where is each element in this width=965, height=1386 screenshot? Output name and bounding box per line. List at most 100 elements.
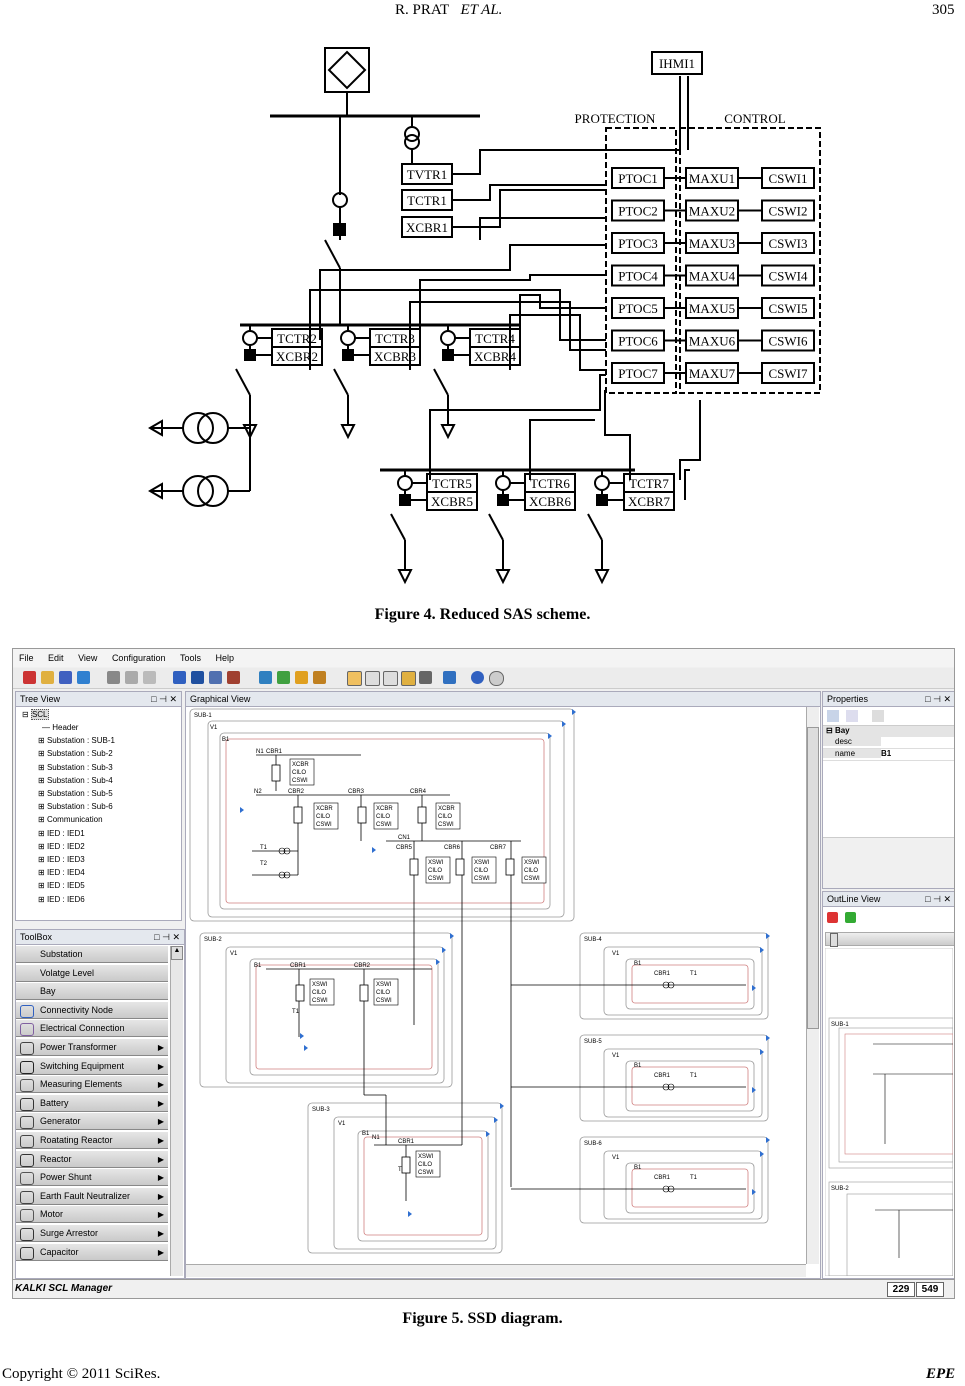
outline-canvas[interactable]: SUB-1 SUB-2 (825, 948, 953, 1276)
selection-handle-icon[interactable] (240, 807, 244, 813)
toolbox-item[interactable]: Battery▶ (16, 1094, 168, 1112)
lock-icon[interactable] (313, 671, 326, 684)
selection-handle-icon[interactable] (766, 933, 770, 939)
menu-tools[interactable]: Tools (180, 653, 202, 663)
toolbox-item[interactable]: Motor▶ (16, 1206, 168, 1224)
transformer-symbol[interactable] (662, 981, 670, 989)
toolbox-item[interactable]: Bay (16, 983, 168, 1001)
tree-item[interactable]: ⊞ IED : IED5 (38, 881, 85, 894)
logical-node-box[interactable] (521, 856, 547, 884)
tree-item[interactable]: ⊞ IED : IED3 (38, 855, 85, 868)
tree-item[interactable]: ⊞ IED : IED6 (38, 895, 85, 908)
toolbox-item[interactable]: Switching Equipment▶ (16, 1057, 168, 1075)
toolbox-item[interactable]: Roatating Reactor▶ (16, 1132, 168, 1149)
validate-icon[interactable] (277, 671, 290, 684)
connect-icon[interactable] (191, 671, 204, 684)
switch-symbol[interactable] (505, 858, 515, 876)
tree-icon[interactable] (347, 671, 362, 686)
zoom-out-icon[interactable] (827, 912, 838, 923)
categorized-icon[interactable] (827, 710, 839, 722)
diagram-icon[interactable] (365, 671, 380, 686)
new-icon[interactable] (23, 671, 36, 684)
logical-node-box[interactable] (309, 978, 335, 1006)
logical-node-box[interactable] (373, 978, 399, 1006)
selection-handle-icon[interactable] (562, 721, 566, 727)
selection-handle-icon[interactable] (300, 1033, 304, 1039)
pointer-icon[interactable] (209, 671, 222, 684)
toolbox-item[interactable]: Capacitor▶ (16, 1243, 168, 1261)
selection-handle-icon[interactable] (436, 959, 440, 965)
tree-item-header[interactable]: — Header (42, 723, 78, 736)
transformer-symbol[interactable] (278, 871, 286, 879)
tree-item[interactable]: ⊞ IED : IED2 (38, 842, 85, 855)
panel-buttons[interactable]: □ ⊣ ✕ (151, 694, 177, 704)
logical-node-box[interactable] (435, 802, 461, 830)
menu-help[interactable]: Help (215, 653, 235, 663)
logical-node-box[interactable] (373, 802, 399, 830)
expand-icon[interactable]: ⊞ (38, 802, 47, 812)
toolbox-item[interactable]: Power Transformer▶ (16, 1039, 168, 1056)
selection-handle-icon[interactable] (494, 1117, 498, 1123)
switch-symbol[interactable] (401, 1156, 411, 1174)
expand-icon[interactable]: ⊞ (38, 815, 47, 825)
expand-icon[interactable]: ⊞ (38, 841, 47, 851)
expand-icon[interactable]: ⊞ (38, 894, 47, 904)
switch-symbol[interactable] (271, 764, 281, 782)
logical-node-box[interactable] (415, 1150, 441, 1178)
menu-configuration[interactable]: Configuration (111, 653, 166, 663)
switch-symbol[interactable] (295, 984, 305, 1002)
toolbox-item[interactable]: Connectivity Node (16, 1001, 168, 1019)
toolbox-item[interactable]: Earth Fault Neutralizer▶ (16, 1187, 168, 1205)
selection-handle-icon[interactable] (548, 733, 552, 739)
selection-handle-icon[interactable] (760, 1151, 764, 1157)
pencil-icon[interactable] (173, 671, 186, 684)
transformer-symbol[interactable] (662, 1083, 670, 1091)
tree-item[interactable]: ⊞ IED : IED4 (38, 868, 85, 881)
logical-node-box[interactable] (289, 758, 315, 786)
expand-icon[interactable]: ⊞ (38, 762, 47, 772)
switch-symbol[interactable] (293, 806, 303, 824)
sort-az-icon[interactable] (845, 710, 858, 722)
switch-symbol[interactable] (359, 984, 369, 1002)
property-pages-icon[interactable] (872, 710, 885, 722)
panel-buttons[interactable]: □ ⊣ ✕ (925, 694, 951, 704)
toolbox-item[interactable]: Volatge Level (16, 964, 168, 982)
tree-item[interactable]: ⊞ Substation : Sub-5 (38, 789, 113, 802)
transformer-symbol[interactable] (278, 847, 286, 855)
horizontal-scrollbar[interactable] (186, 1264, 806, 1277)
menu-view[interactable]: View (78, 653, 98, 663)
tree-item[interactable]: ⊞ Substation : Sub-4 (38, 776, 113, 789)
selection-handle-icon[interactable] (760, 947, 764, 953)
menu-file[interactable]: File (19, 653, 34, 663)
selection-handle-icon[interactable] (572, 709, 576, 715)
tree-item[interactable]: ⊞ Substation : Sub-6 (38, 802, 113, 815)
selection-handle-icon[interactable] (500, 1103, 504, 1109)
cut-icon[interactable] (107, 671, 120, 684)
selection-handle-icon[interactable] (766, 1035, 770, 1041)
selection-handle-icon[interactable] (442, 947, 446, 953)
switch-symbol[interactable] (357, 806, 367, 824)
tree-item[interactable]: ⊞ Substation : Sub-2 (38, 749, 113, 762)
lightning-icon[interactable] (295, 671, 308, 684)
switch-symbol[interactable] (409, 858, 419, 876)
tree-item[interactable]: ⊞ Communication (38, 815, 103, 828)
toolbox-item[interactable]: Power Shunt▶ (16, 1169, 168, 1187)
toolbox-item[interactable]: Measuring Elements▶ (16, 1076, 168, 1094)
selection-handle-icon[interactable] (450, 933, 454, 939)
property-row[interactable]: desc (823, 737, 954, 749)
transformer-symbol[interactable] (667, 1083, 675, 1091)
menu-edit[interactable]: Edit (48, 653, 64, 663)
expand-icon[interactable]: — (42, 723, 53, 732)
selection-handle-icon[interactable] (304, 1045, 308, 1051)
tree-item[interactable]: ⊞ IED : IED1 (38, 829, 85, 842)
transformer-symbol[interactable] (667, 981, 675, 989)
save-icon[interactable] (59, 671, 72, 684)
export-icon[interactable] (443, 671, 456, 684)
selection-handle-icon[interactable] (372, 847, 376, 853)
expand-icon[interactable]: ⊞ (38, 775, 47, 785)
tree-root[interactable]: ⊟ SCL (22, 709, 49, 720)
selection-handle-icon[interactable] (760, 1049, 764, 1055)
open-icon[interactable] (41, 671, 54, 684)
